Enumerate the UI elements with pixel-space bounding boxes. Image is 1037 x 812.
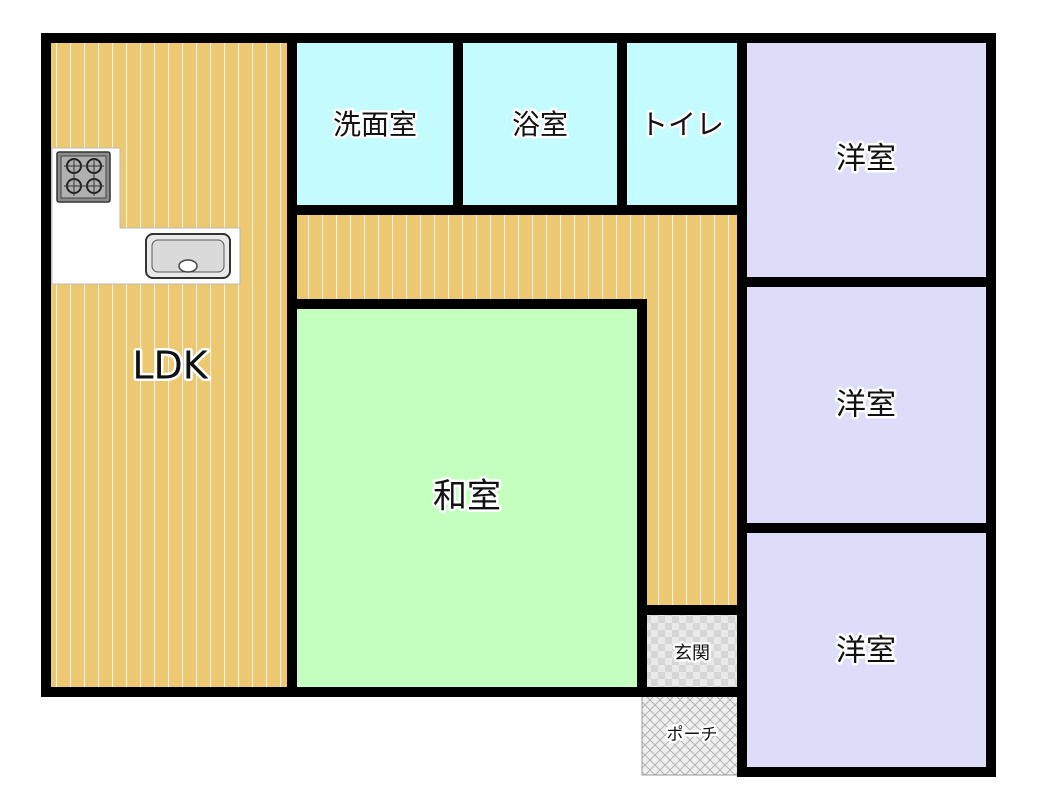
entrance-label: 玄関: [674, 643, 710, 664]
japanese-room-label: 和室: [433, 477, 501, 517]
sink-icon: [145, 233, 231, 279]
porch-label: ポーチ: [667, 725, 718, 745]
toilet-label: トイレ: [640, 108, 724, 141]
washroom-floor: [292, 38, 458, 210]
hallway-floor: [292, 210, 742, 610]
walls: [41, 33, 996, 777]
japanese-room-floor: [292, 304, 642, 692]
western-room-1-label: 洋室: [836, 142, 896, 177]
western-room-3-label: 洋室: [836, 634, 896, 669]
bathroom-floor: [458, 38, 622, 210]
western-room-1-floor: [742, 38, 991, 282]
toilet-floor: [622, 38, 742, 210]
ldk-label: LDK: [132, 344, 208, 388]
washroom-label: 洗面室: [333, 108, 417, 141]
western-room-2-floor: [742, 282, 991, 528]
entrance-floor: [642, 610, 742, 692]
western-room-3-floor: [742, 528, 991, 772]
porch-floor: [641, 691, 743, 776]
ldk-floor: [46, 38, 292, 692]
stove-icon: [56, 151, 111, 203]
bathroom-label: 浴室: [512, 108, 568, 141]
western-room-2-label: 洋室: [836, 388, 896, 423]
